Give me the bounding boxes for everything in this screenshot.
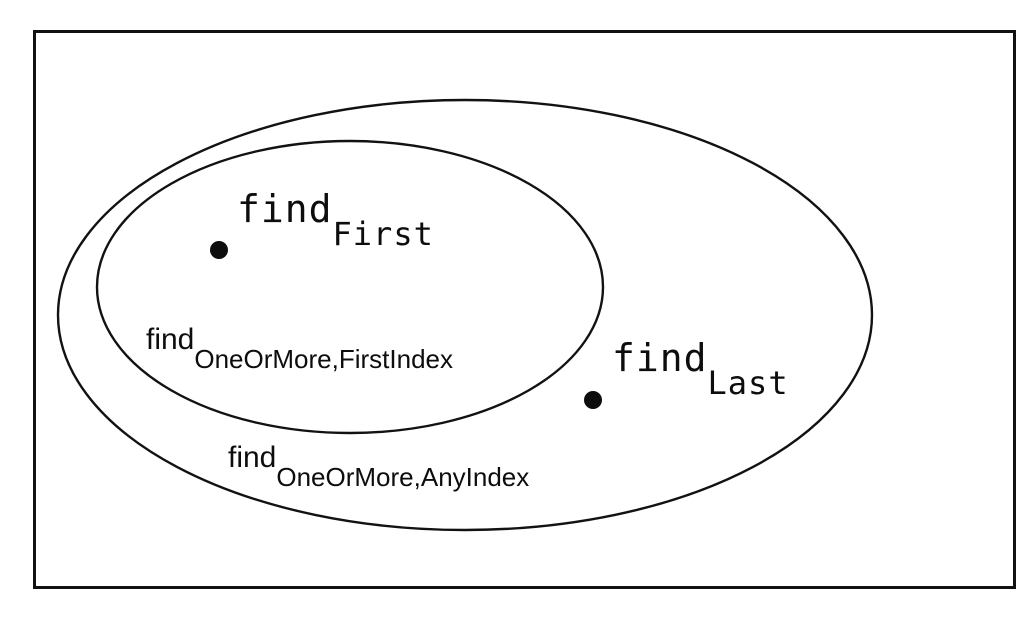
label-find-first-subscript: First [332,215,434,254]
label-find-last-base: find [612,336,708,380]
inner-set-ellipse [95,139,605,435]
point-dot-find-first [210,241,228,259]
outer-set-ellipse [56,98,874,532]
diagram-frame [33,30,1016,589]
label-outer-set: findOneOrMore,AnyIndex [228,441,529,490]
label-outer-set-subscript: OneOrMore,AnyIndex [276,461,530,492]
label-find-last: findLast [612,336,789,399]
label-find-last-subscript: Last [707,364,789,403]
point-dot-find-last [584,391,602,409]
label-find-first-base: find [237,187,333,231]
label-inner-set-subscript: OneOrMore,FirstIndex [194,343,454,374]
label-find-first: findFirst [237,187,434,250]
label-outer-set-base: find [228,441,277,474]
label-inner-set-base: find [146,323,195,356]
label-inner-set: findOneOrMore,FirstIndex [146,323,453,372]
